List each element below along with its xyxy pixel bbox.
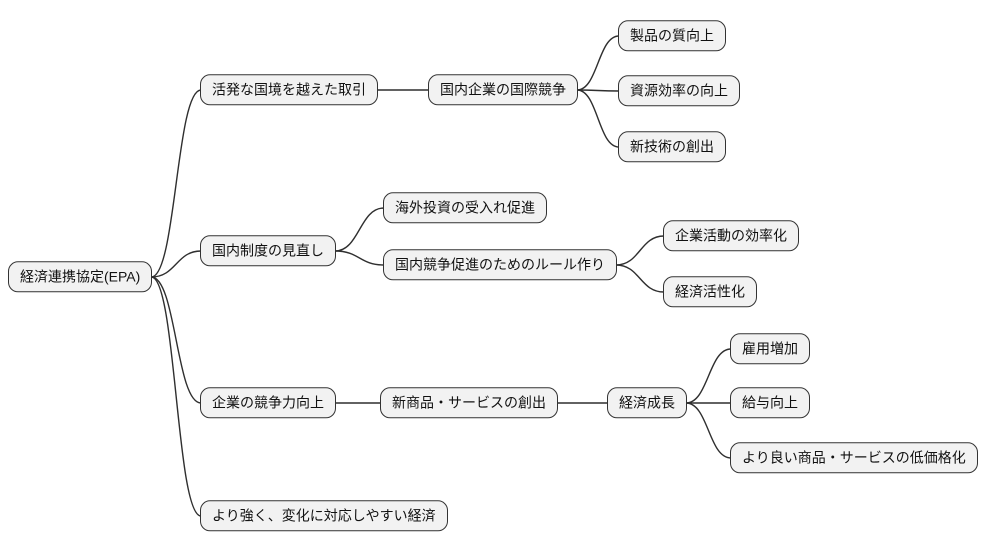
node-lower-prices: より良い商品・サービスの低価格化 (730, 442, 978, 474)
node-wage-improvement: 給与向上 (730, 387, 810, 419)
node-employment-increase: 雇用増加 (730, 333, 810, 365)
node-resource-efficiency: 資源効率の向上 (618, 75, 740, 107)
node-economic-growth: 経済成長 (607, 387, 687, 419)
node-economic-vitalization: 経済活性化 (663, 276, 757, 308)
node-corporate-efficiency: 企業活動の効率化 (663, 220, 799, 252)
node-new-technology: 新技術の創出 (618, 131, 726, 163)
node-new-products-services: 新商品・サービスの創出 (380, 387, 558, 419)
node-foreign-investment: 海外投資の受入れ促進 (383, 192, 547, 224)
node-epa-root: 経済連携協定(EPA) (8, 261, 153, 293)
node-product-quality: 製品の質向上 (618, 20, 726, 52)
node-domestic-system-review: 国内制度の見直し (200, 235, 336, 267)
node-resilient-economy: より強く、変化に対応しやすい経済 (200, 500, 448, 532)
node-international-competition: 国内企業の国際競争 (428, 74, 578, 106)
node-cross-border-trade: 活発な国境を越えた取引 (200, 74, 378, 106)
node-corporate-competitiveness: 企業の競争力向上 (200, 387, 336, 419)
node-competition-rules: 国内競争促進のためのルール作り (383, 249, 617, 281)
